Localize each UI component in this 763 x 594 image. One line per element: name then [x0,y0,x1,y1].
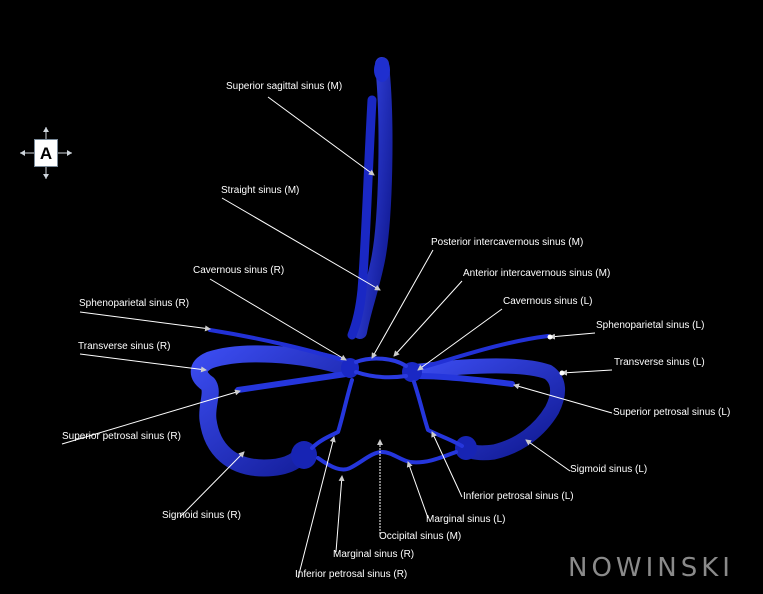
leader-straight [221,197,381,291]
leader-cavernous-r [209,278,347,361]
brand-watermark: NOWINSKI [568,553,734,583]
straight-sinus-vessel [347,95,377,340]
marginal-occipital-arc [316,450,458,472]
leader-anterior-intercavernous [393,280,463,357]
endpoint-markers [547,334,565,376]
superior-petrosal-sinus-r-vessel [235,371,349,393]
label-superior-petrosal-sinus-r: Superior petrosal sinus (R) [62,431,181,442]
label-sphenoparietal-sinus-l: Sphenoparietal sinus (L) [596,320,705,331]
transverse-sinus-l-vessel [404,358,565,461]
vessel-group [190,57,565,477]
orientation-letter: A [34,139,58,167]
leader-marginal-l [406,461,429,519]
label-cavernous-sinus-r: Cavernous sinus (R) [193,265,285,276]
leader-sphenoparietal-l [549,332,596,340]
label-sigmoid-sinus-r: Sigmoid sinus (R) [162,510,241,521]
leader-inferior-petrosal-l [431,431,463,498]
leader-superior-sagittal [267,96,375,176]
sigmoid-bulb-l [455,436,477,460]
sagittal-top-cap [374,58,390,82]
label-posterior-intercavernous-sinus: Posterior intercavernous sinus (M) [431,237,584,248]
label-occipital-sinus: Occipital sinus (M) [379,531,462,542]
label-superior-petrosal-sinus-l: Superior petrosal sinus (L) [613,407,731,418]
label-anterior-intercavernous-sinus: Anterior intercavernous sinus (M) [463,268,611,279]
leader-transverse-l [561,369,613,376]
inferior-petrosal-sinus-l-vessel [412,380,464,448]
superior-petrosal-sinus-l-vessel [415,373,515,387]
label-transverse-sinus-l: Transverse sinus (L) [614,357,705,368]
leader-sphenoparietal-r [79,311,211,332]
sphenoparietal-sinus-l-vessel [418,334,550,370]
leader-superior-petrosal-l [513,383,613,414]
sphenoparietal-sinus-r-vessel [208,328,344,362]
superior-sagittal-sinus-vessel [353,57,393,339]
intercavernous-links [354,356,408,380]
label-straight-sinus: Straight sinus (M) [221,185,300,196]
label-sigmoid-sinus-l: Sigmoid sinus (L) [570,464,648,475]
leader-marginal-r [335,475,345,553]
leader-sigmoid-l [525,439,571,472]
label-marginal-sinus-l: Marginal sinus (L) [426,514,506,525]
label-inferior-petrosal-sinus-l: Inferior petrosal sinus (L) [463,491,574,502]
label-inferior-petrosal-sinus-r: Inferior petrosal sinus (R) [295,569,408,580]
leader-cavernous-l [417,308,503,371]
leader-transverse-r [79,353,207,373]
label-transverse-sinus-r: Transverse sinus (R) [78,341,171,352]
label-cavernous-sinus-l: Cavernous sinus (L) [503,296,593,307]
label-sphenoparietal-sinus-r: Sphenoparietal sinus (R) [79,298,190,309]
leader-superior-petrosal-r [61,389,241,445]
inferior-petrosal-sinus-r-vessel [310,378,354,450]
transverse-sinus-r-vessel [190,345,357,477]
leader-posterior-intercavernous [371,249,434,359]
label-superior-sagittal-sinus: Superior sagittal sinus (M) [226,81,343,92]
leader-sigmoid-r [179,451,245,518]
leader-inferior-petrosal-r [297,436,336,579]
label-marginal-sinus-r: Marginal sinus (R) [333,549,415,560]
orientation-widget[interactable]: A [20,127,72,179]
leader-lines [61,96,613,579]
